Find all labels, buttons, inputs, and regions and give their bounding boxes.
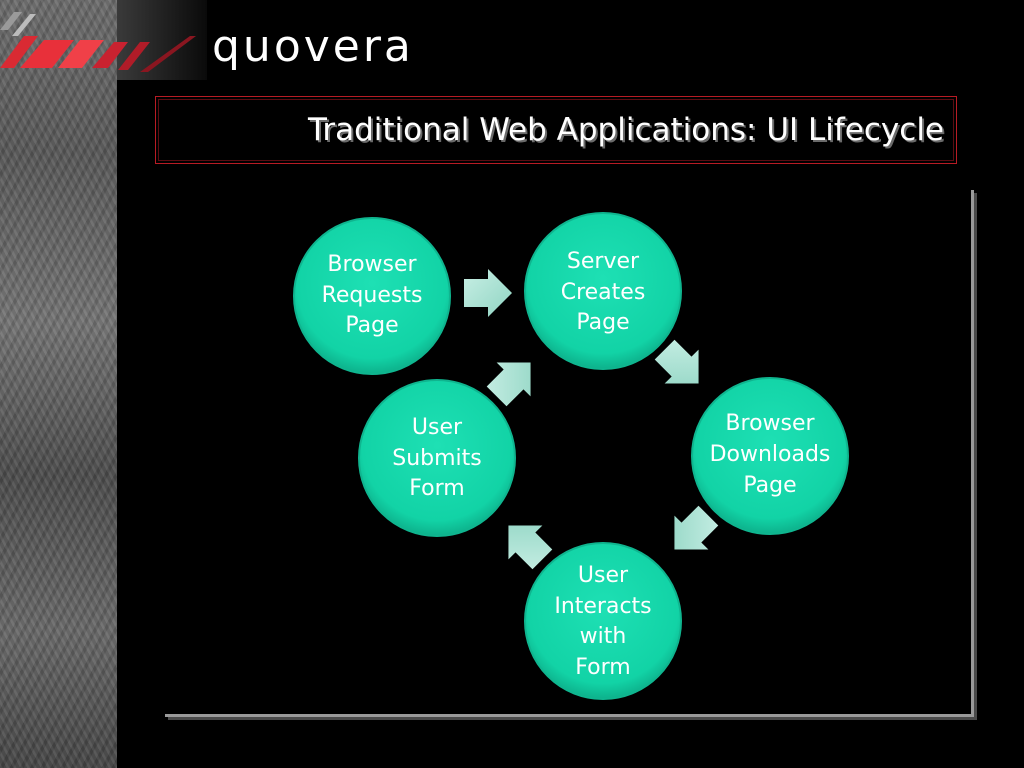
node-circle [691,377,849,535]
title-box: Traditional Web Applications: UI Lifecyc… [155,96,957,164]
node-circle [358,379,516,537]
node-label-line: Browser [725,411,815,436]
node-label-line: Page [345,313,398,338]
node-label-line: Interacts [554,594,651,619]
node-label-line: Page [743,473,796,498]
cycle-arrows [464,269,719,570]
quovera-logo: quovera [212,21,414,72]
node-label-line: Browser [327,252,417,277]
node-label-line: User [412,415,463,440]
node-label-line: Downloads [710,442,831,467]
arrow-interacts-to-submits [508,525,553,570]
node-circle [524,212,682,370]
node-label-line: Submits [392,446,482,471]
brushed-metal-side-panel [0,0,117,768]
node-circle [524,542,682,700]
node-label-line: Page [576,310,629,335]
node-browser-requests-page: Browser Requests Page [293,217,451,375]
arrow-submits-to-creates [486,362,531,407]
node-circle [293,217,451,375]
node-label-line: Creates [561,280,646,305]
node-label-line: Requests [322,283,423,308]
content-frame [165,190,974,717]
arrow-downloads-to-interacts [674,505,719,550]
node-user-submits-form: User Submits Form [358,379,516,537]
node-label-line: Server [567,249,640,274]
node-label-line: Form [409,476,464,501]
brand-stripes-graphic [0,12,196,72]
node-server-creates-page: Server Creates Page [524,212,682,370]
node-user-interacts-with-form: User Interacts with Form [524,542,682,700]
node-browser-downloads-page: Browser Downloads Page [691,377,849,535]
node-label-line: User [578,563,629,588]
arrow-creates-to-downloads [654,339,699,384]
node-label-line: with [580,624,627,649]
arrow-requests-to-creates [464,269,512,317]
header-band [117,0,207,80]
node-label-line: Form [575,655,630,680]
